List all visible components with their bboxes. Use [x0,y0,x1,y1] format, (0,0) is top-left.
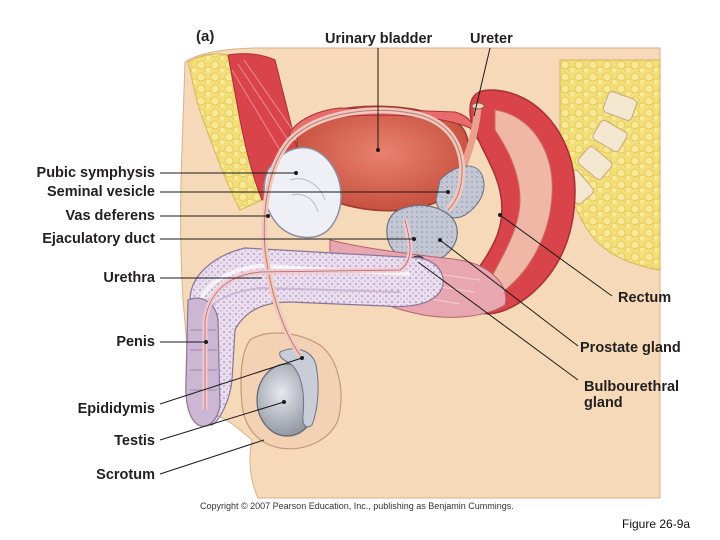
label-ejaculatory-duct: Ejaculatory duct [42,231,155,247]
leader-testis [159,401,285,441]
label-bulbourethral-gland-line2: gland [584,395,623,411]
label-epididymis: Epididymis [77,401,155,417]
panel-letter: (a) [196,28,215,45]
label-vas-deferens: Vas deferens [65,208,155,224]
label-scrotum: Scrotum [96,467,155,483]
leader-epididymis [159,357,303,405]
label-bulbourethral-gland-line1: Bulbourethral [584,379,680,395]
label-seminal-vesicle: Seminal vesicle [46,184,155,200]
label-urethra: Urethra [103,270,155,286]
epididymis [279,348,319,428]
leader-bulbourethral-gland [417,261,579,381]
label-prostate-gland: Prostate gland [580,340,681,356]
label-pubic-symphysis: Pubic symphysis [36,165,155,181]
label-testis: Testis [114,433,155,449]
leader-lines [159,47,613,475]
label-rectum: Rectum [618,290,672,306]
leader-rectum [499,214,613,297]
leader-dots [204,148,502,404]
copyright-notice: Copyright © 2007 Pearson Education, Inc.… [200,501,514,511]
leader-scrotum [159,439,265,475]
pubic-symphysis [263,146,342,239]
figure-caption: Figure 26-9a [622,517,691,531]
label-urinary-bladder: Urinary bladder [325,31,433,47]
leader-ureter [473,47,491,117]
label-penis: Penis [116,334,155,350]
leader-prostate-gland [439,239,579,347]
label-ureter: Ureter [470,31,513,47]
